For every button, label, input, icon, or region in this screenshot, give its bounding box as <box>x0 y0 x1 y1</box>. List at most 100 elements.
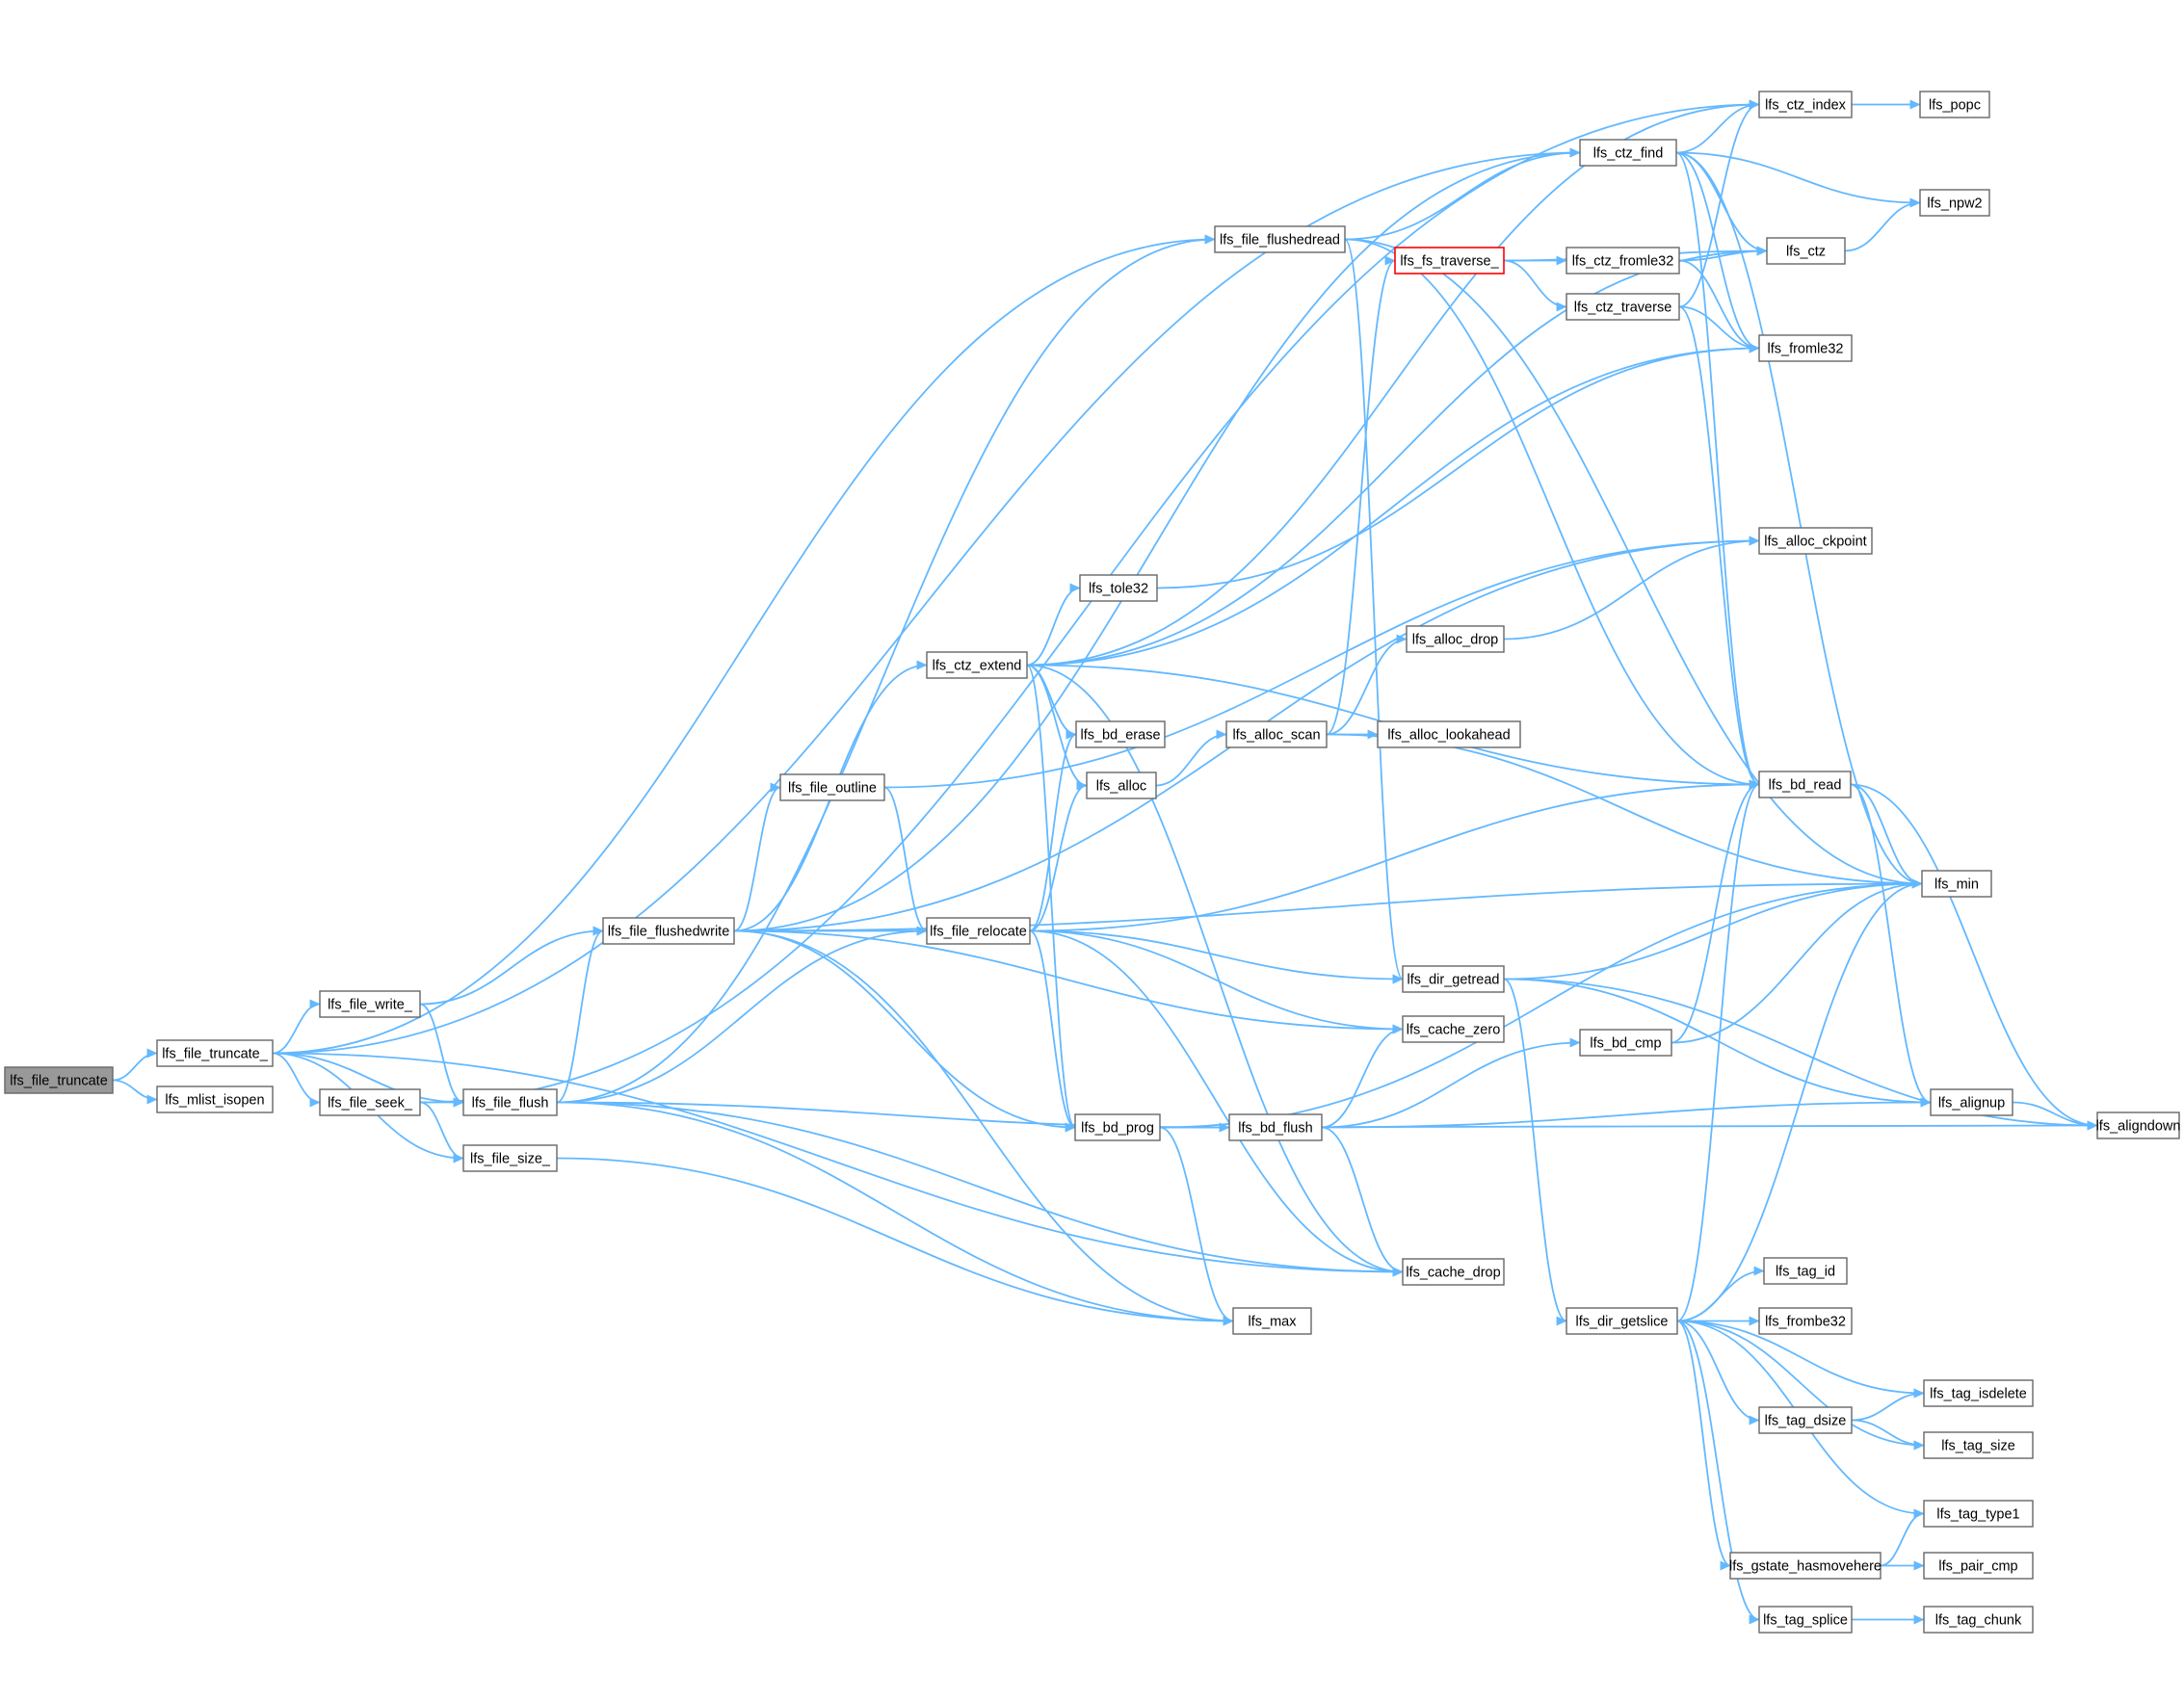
node-box <box>4 1066 114 1094</box>
node-lfs-bd-prog[interactable]: lfs_bd_prog <box>1074 1113 1161 1141</box>
node-lfs-file-relocate[interactable]: lfs_file_relocate <box>926 917 1031 945</box>
node-lfs-tag-isdelete[interactable]: lfs_tag_isdelete <box>1923 1379 2034 1407</box>
node-lfs-aligndown[interactable]: lfs_aligndown <box>2096 1112 2181 1139</box>
node-label: lfs_ctz_traverse <box>1574 300 1672 315</box>
edge-lfs-file-flushedwrite-to-lfs-ctz-find <box>733 147 1581 932</box>
node-lfs-file-size[interactable]: lfs_file_size_ <box>462 1144 558 1172</box>
node-lfs-file-truncate[interactable]: lfs_file_truncate <box>4 1066 114 1094</box>
node-lfs-fromle32[interactable]: lfs_fromle32 <box>1758 334 1853 362</box>
node-box <box>462 1144 558 1172</box>
edge-lfs-dir-getslice-to-lfs-tag-size <box>1676 1320 1925 1451</box>
node-lfs-ctz-find[interactable]: lfs_ctz_find <box>1579 139 1677 167</box>
edge-lfs-ctz-find-to-lfs-npw2 <box>1675 151 1921 208</box>
node-lfs-file-outline[interactable]: lfs_file_outline <box>779 773 885 801</box>
node-lfs-file-write[interactable]: lfs_file_write_ <box>319 990 421 1018</box>
node-box <box>1758 527 1873 555</box>
node-lfs-ctz-index[interactable]: lfs_ctz_index <box>1758 91 1853 118</box>
node-lfs-pair-cmp[interactable]: lfs_pair_cmp <box>1923 1552 2034 1580</box>
node-label: lfs_tag_size <box>1941 1438 2015 1453</box>
edge-lfs-bd-flush-to-lfs-bd-cmp <box>1321 1037 1581 1129</box>
edge-lfs-file-flushedwrite-to-lfs-max <box>733 929 1234 1326</box>
edge-lfs-file-seek-to-lfs-ctz-index <box>419 99 1760 1104</box>
node-label: lfs_dir_getread <box>1408 972 1500 987</box>
node-lfs-bd-flush[interactable]: lfs_bd_flush <box>1228 1113 1323 1141</box>
node-label: lfs_ctz_extend <box>933 658 1022 673</box>
node-lfs-fs-traverse[interactable]: lfs_fs_traverse_ <box>1394 247 1505 275</box>
node-label: lfs_tag_id <box>1776 1264 1835 1279</box>
node-lfs-file-truncate[interactable]: lfs_file_truncate_ <box>156 1039 274 1067</box>
node-lfs-file-flushedwrite[interactable]: lfs_file_flushedwrite <box>602 917 735 945</box>
node-label: lfs_alloc_ckpoint <box>1764 534 1866 549</box>
node-lfs-gstate-hasmovehere[interactable]: lfs_gstate_hasmovehere <box>1729 1552 1881 1580</box>
node-layer: lfs_file_truncate lfs_file_truncate_ lfs_m… <box>4 91 2181 1634</box>
node-lfs-alloc-ckpoint[interactable]: lfs_alloc_ckpoint <box>1758 527 1873 555</box>
node-label: lfs_alloc <box>1096 778 1146 794</box>
node-lfs-file-flushedread[interactable]: lfs_file_flushedread <box>1214 225 1346 253</box>
node-lfs-min[interactable]: lfs_min <box>1921 870 1992 898</box>
node-lfs-bd-read[interactable]: lfs_bd_read <box>1758 771 1852 798</box>
edge-lfs-bd-flush-to-lfs-cache-zero <box>1321 1024 1404 1129</box>
node-box <box>926 651 1028 679</box>
node-lfs-mlist-isopen[interactable]: lfs_mlist_isopen <box>156 1085 274 1113</box>
node-lfs-tag-splice[interactable]: lfs_tag_splice <box>1758 1606 1853 1634</box>
node-lfs-ctz-fromle32[interactable]: lfs_ctz_fromle32 <box>1566 247 1680 275</box>
edge-lfs-dir-getread-to-lfs-min <box>1503 878 1923 981</box>
node-lfs-tag-dsize[interactable]: lfs_tag_dsize <box>1758 1406 1853 1434</box>
node-label: lfs_pair_cmp <box>1938 1558 2017 1574</box>
edge-lfs-gstate-hasmovehere-to-lfs-tag-type1 <box>1880 1508 1925 1567</box>
edge-lfs-ctz-find-to-lfs-min <box>1675 151 1923 889</box>
edge-lfs-bd-cmp-to-lfs-min <box>1671 878 1923 1044</box>
node-lfs-file-flush[interactable]: lfs_file_flush <box>462 1088 558 1116</box>
node-lfs-cache-drop[interactable]: lfs_cache_drop <box>1402 1258 1505 1286</box>
edge-lfs-bd-cmp-to-lfs-bd-read <box>1671 779 1760 1044</box>
node-label: lfs_fromle32 <box>1768 341 1844 356</box>
edge-lfs-file-flushedread-to-lfs-bd-read <box>1344 238 1760 790</box>
edge-lfs-ctz-extend-to-lfs-ctz <box>1026 246 1768 667</box>
node-lfs-file-seek[interactable]: lfs_file_seek_ <box>319 1088 421 1116</box>
node-lfs-bd-cmp[interactable]: lfs_bd_cmp <box>1579 1029 1672 1057</box>
node-lfs-alloc[interactable]: lfs_alloc <box>1086 772 1157 799</box>
node-lfs-tag-id[interactable]: lfs_tag_id <box>1763 1257 1848 1285</box>
node-box <box>1225 720 1328 748</box>
node-box <box>1923 1606 2034 1634</box>
node-lfs-ctz-traverse[interactable]: lfs_ctz_traverse <box>1566 293 1680 321</box>
edge-lfs-tole32-to-lfs-fromle32 <box>1156 343 1760 589</box>
node-lfs-alloc-drop[interactable]: lfs_alloc_drop <box>1406 625 1505 653</box>
node-lfs-ctz[interactable]: lfs_ctz <box>1766 237 1846 265</box>
node-lfs-npw2[interactable]: lfs_npw2 <box>1919 189 1990 217</box>
node-lfs-dir-getslice[interactable]: lfs_dir_getslice <box>1566 1307 1678 1335</box>
node-label: lfs_frombe32 <box>1765 1314 1846 1329</box>
node-lfs-cache-zero[interactable]: lfs_cache_zero <box>1402 1015 1505 1043</box>
edge-lfs-alloc-to-lfs-alloc-scan <box>1155 729 1227 787</box>
edge-lfs-file-flush-to-lfs-file-flushedread <box>556 234 1216 1104</box>
node-box <box>1758 91 1853 118</box>
node-box <box>1086 772 1157 799</box>
node-box <box>462 1088 558 1116</box>
node-lfs-bd-erase[interactable]: lfs_bd_erase <box>1075 720 1166 748</box>
node-box <box>1566 293 1680 321</box>
node-box <box>1758 1307 1853 1335</box>
node-box <box>926 917 1031 945</box>
node-lfs-tag-size[interactable]: lfs_tag_size <box>1923 1431 2034 1459</box>
node-lfs-alloc-lookahead[interactable]: lfs_alloc_lookahead <box>1377 720 1521 748</box>
node-label: lfs_max <box>1249 1314 1298 1329</box>
edge-lfs-file-outline-to-lfs-alloc-ckpoint <box>883 536 1760 789</box>
node-lfs-popc[interactable]: lfs_popc <box>1919 91 1990 118</box>
node-lfs-alignup[interactable]: lfs_alignup <box>1930 1088 2013 1116</box>
edge-lfs-file-relocate-to-lfs-dir-getread <box>1029 929 1404 984</box>
node-lfs-dir-getread[interactable]: lfs_dir_getread <box>1402 965 1505 993</box>
edge-lfs-ctz-extend-to-lfs-ctz-index <box>1026 99 1760 667</box>
node-label: lfs_tag_type1 <box>1936 1506 2019 1522</box>
node-lfs-alloc-scan[interactable]: lfs_alloc_scan <box>1225 720 1328 748</box>
node-lfs-ctz-extend[interactable]: lfs_ctz_extend <box>926 651 1028 679</box>
node-lfs-max[interactable]: lfs_max <box>1232 1307 1312 1335</box>
edge-lfs-dir-getslice-to-lfs-tag-id <box>1676 1266 1765 1322</box>
node-box <box>1758 1406 1853 1434</box>
node-box <box>1394 247 1505 275</box>
node-lfs-tag-chunk[interactable]: lfs_tag_chunk <box>1923 1606 2034 1634</box>
node-lfs-tole32[interactable]: lfs_tole32 <box>1079 574 1158 602</box>
node-label: lfs_file_size_ <box>470 1151 551 1166</box>
node-lfs-tag-type1[interactable]: lfs_tag_type1 <box>1923 1500 2034 1528</box>
node-lfs-frombe32[interactable]: lfs_frombe32 <box>1758 1307 1853 1335</box>
node-label: lfs_file_outline <box>788 780 877 796</box>
